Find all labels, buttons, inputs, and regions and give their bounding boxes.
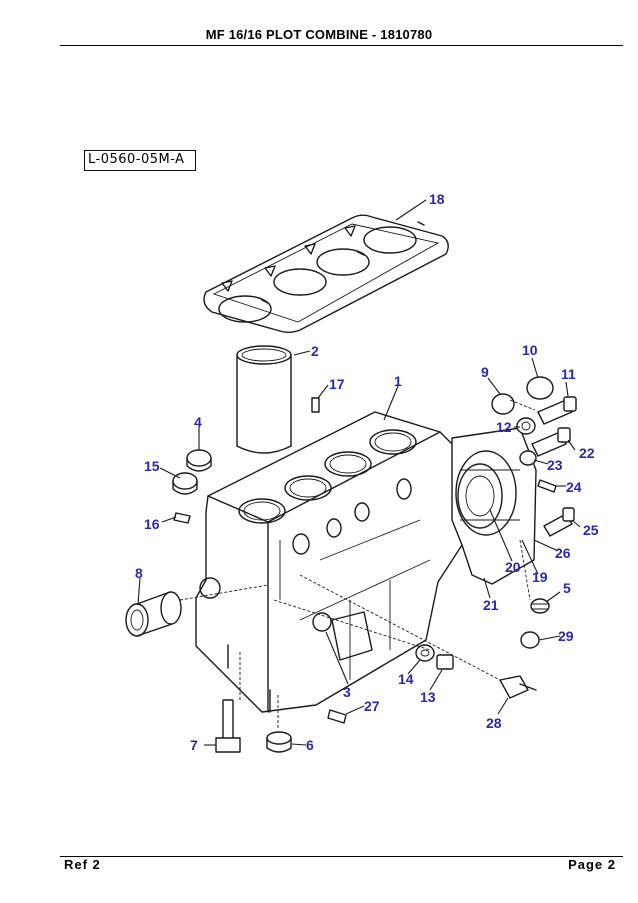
footer-page-number: Page 2	[568, 857, 616, 872]
bolt-11-drawing	[537, 396, 577, 425]
callout-3: 3	[343, 684, 351, 700]
callout-24: 24	[566, 479, 582, 495]
stud-16-drawing	[173, 512, 191, 524]
stud-27-drawing	[327, 709, 347, 724]
bolt-22-drawing	[531, 427, 571, 457]
washer-23-drawing	[519, 450, 537, 466]
bolt-25-drawing	[543, 507, 575, 537]
callout-21: 21	[483, 597, 499, 613]
callout-15: 15	[144, 458, 160, 474]
callout-10: 10	[522, 342, 538, 358]
pin-24-drawing	[537, 479, 557, 493]
callout-29: 29	[558, 628, 574, 644]
plug-29-drawing	[520, 631, 540, 649]
footer-ref: Ref 2	[64, 857, 101, 872]
callout-leaders	[137, 199, 581, 746]
callout-9: 9	[481, 364, 489, 380]
cap-10-drawing	[526, 376, 554, 400]
callout-4: 4	[194, 414, 202, 430]
header-rule	[60, 45, 623, 46]
callout-22: 22	[579, 445, 595, 461]
washer-12-drawing	[516, 417, 536, 435]
camshaft-bushing-drawing	[125, 591, 182, 637]
figure-reference-code: L-0560-05M-A	[88, 152, 185, 167]
oil-pressure-switch-drawing	[499, 675, 537, 699]
callout-5: 5	[563, 580, 571, 596]
rear-seal-housing-drawing	[451, 427, 537, 585]
figure-reference-box: L-0560-05M-A	[84, 150, 196, 171]
bolt-7-drawing	[215, 699, 241, 753]
projection-lines	[179, 399, 536, 730]
plug-6-drawing	[266, 731, 292, 753]
callout-12: 12	[496, 419, 512, 435]
callout-1: 1	[394, 373, 402, 389]
callout-16: 16	[144, 516, 160, 532]
callout-6: 6	[306, 737, 314, 753]
page-title: MF 16/16 PLOT COMBINE - 1810780	[205, 27, 433, 42]
callout-19: 19	[532, 569, 548, 585]
callout-13: 13	[420, 689, 436, 705]
callout-18: 18	[429, 191, 445, 207]
callout-14: 14	[398, 671, 414, 687]
callout-23: 23	[547, 457, 563, 473]
callout-20: 20	[505, 559, 521, 575]
cylinder-block-drawing	[195, 411, 463, 713]
washer-14-drawing	[415, 644, 435, 662]
bolt-13-drawing	[436, 654, 454, 670]
plug-9-drawing	[491, 393, 515, 415]
callout-8: 8	[135, 565, 143, 581]
callout-11: 11	[561, 366, 576, 382]
callout-27: 27	[364, 698, 380, 714]
dowel-pin-17	[311, 397, 320, 413]
head-gasket-drawing	[203, 214, 449, 333]
callout-28: 28	[486, 715, 502, 731]
callout-7: 7	[190, 737, 198, 753]
cylinder-liner-drawing	[236, 345, 292, 454]
callout-26: 26	[555, 545, 571, 561]
callout-2: 2	[311, 343, 319, 359]
callout-17: 17	[329, 376, 345, 392]
callout-labels: 18 2 17 1 4 15 16 8 9 10 11 12 22 23 24 …	[135, 191, 599, 753]
plug-4-drawing	[186, 449, 212, 472]
plug-5-drawing	[530, 598, 550, 614]
callout-25: 25	[583, 522, 599, 538]
footer-rule	[60, 856, 623, 857]
